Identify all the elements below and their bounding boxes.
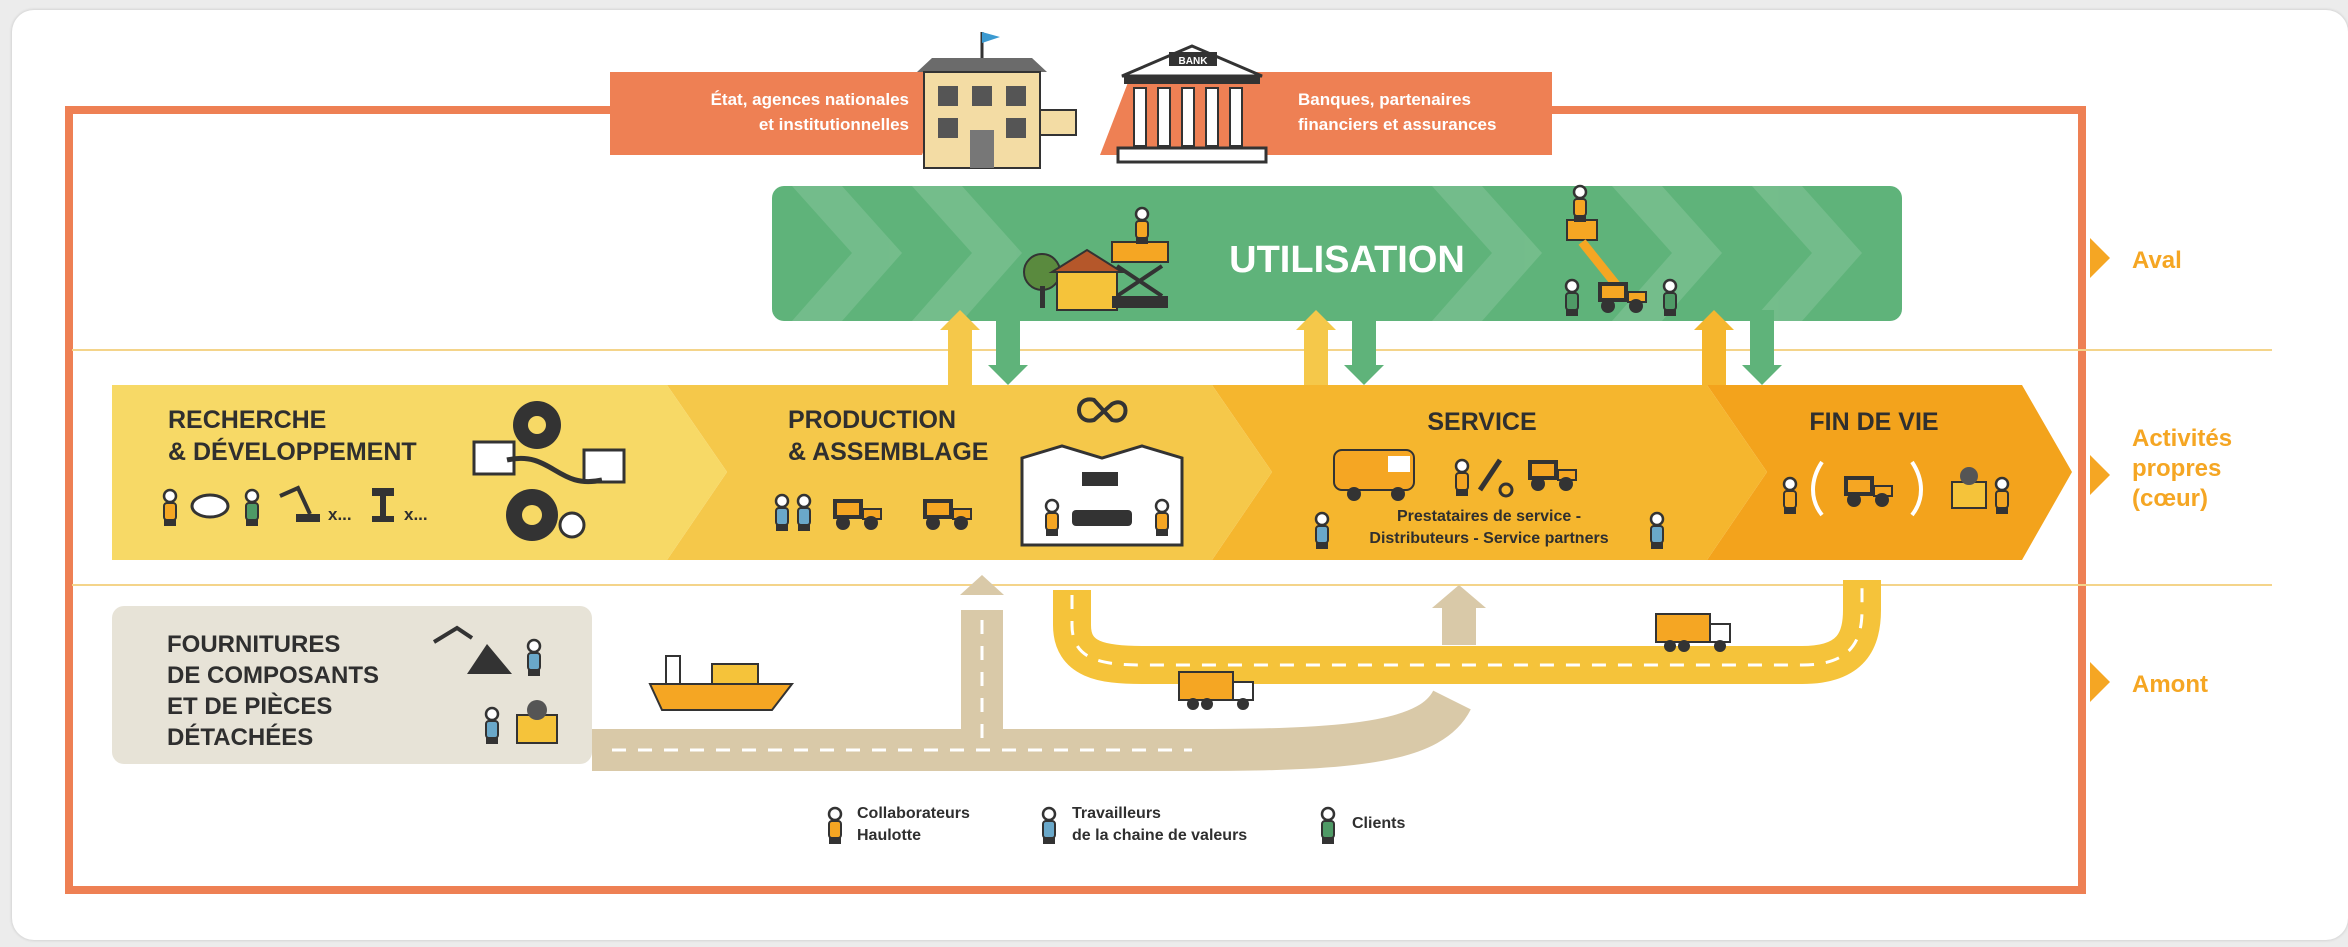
rd-title-line2: & DÉVELOPPEMENT [168,437,417,466]
fin-de-vie-employee-icon [1782,476,1798,516]
production-title-line1: PRODUCTION [788,406,956,434]
legend-client-icon [1320,806,1336,846]
supply-road [592,575,1486,771]
legend-employee-line2: Haulotte [857,827,921,844]
factory-icon [1020,444,1184,547]
service-partner-icon [1649,511,1665,551]
stage-fin-de-vie [1707,385,2072,560]
recycle-machine-icon [1811,460,1923,517]
house-tree-icon [1023,248,1126,311]
value-chain-diagram: État, agences nationales et institutionn… [65,32,2272,894]
service-partner-icon [1314,511,1330,551]
mining-icon [432,625,512,674]
fin-de-vie-employee-icon [1994,476,2010,516]
supply-title-line4: DÉTACHÉES [167,723,313,751]
production-worker-icon [796,493,812,533]
value-chain-card: État, agences nationales et institutionn… [12,10,2348,940]
press-icon [372,488,394,522]
level-activites-line2: propres [2132,455,2221,482]
boom-lift-icon [1564,184,1678,318]
level-activites-line1: Activités [2132,425,2232,452]
supply-title-line2: DE COMPOSANTS [167,662,379,689]
bank-sign: BANK [1179,56,1209,67]
rd-multiplier-2: x... [404,505,428,524]
state-banner [610,72,954,155]
utilisation-title: UTILISATION [1229,239,1465,281]
gears-icon [472,401,626,541]
legend-employee-icon [827,806,843,846]
service-caption-line1: Prestataires de service - [1397,508,1581,525]
legend-worker-line2: de la chaine de valeurs [1072,827,1247,844]
amont-marker [2090,662,2110,702]
legend-worker-icon [1041,806,1057,846]
production-title-line2: & ASSEMBLAGE [788,438,988,466]
robot-arm-icon [279,485,320,522]
rd-client-icon [244,488,260,528]
aval-marker [2090,238,2110,278]
legend-worker-line1: Travailleurs [1072,805,1161,822]
supply-worker-icon [526,638,542,678]
level-amont: Amont [2132,671,2208,698]
bank-building-icon: BANK [1116,44,1268,164]
scissor-lift-icon [1111,206,1169,308]
service-employee-icon [1454,458,1470,498]
utilisation-flow-arrows [940,310,1782,385]
state-label-line2: et institutionnelles [759,115,909,134]
rd-title-line1: RECHERCHE [168,406,326,434]
supply-block [112,606,592,764]
government-building-icon [917,32,1077,169]
service-caption-line2: Distributeurs - Service partners [1369,530,1608,547]
level-aval: Aval [2132,247,2182,274]
activites-marker [2090,455,2110,495]
components-icon [516,700,558,744]
banks-label-line2: financiers et assurances [1298,115,1496,134]
service-title: SERVICE [1427,408,1536,436]
legend-client-label: Clients [1352,815,1405,832]
van-icon [1333,449,1415,501]
production-worker-icon [774,493,790,533]
logistics-road [1053,580,1881,684]
handshake-icon [190,493,230,519]
banks-label-line1: Banques, partenaires [1298,90,1471,109]
supply-title-line3: ET DE PIÈCES [167,692,332,720]
state-label-line1: État, agences nationales [711,90,909,109]
rd-employee-icon [162,488,178,528]
parts-icon [1951,467,1987,509]
loop-icon [1077,397,1128,423]
supply-worker-icon [484,706,500,746]
cargo-ship-icon [648,655,795,711]
wrench-icon [1477,458,1514,498]
legend-employee-line1: Collaborateurs [857,805,970,822]
rd-multiplier-1: x... [328,505,352,524]
supply-title-line1: FOURNITURES [167,631,340,658]
level-activites-line3: (cœur) [2132,485,2208,512]
fin-de-vie-title: FIN DE VIE [1809,408,1938,436]
value-chain-frame [65,106,2086,894]
